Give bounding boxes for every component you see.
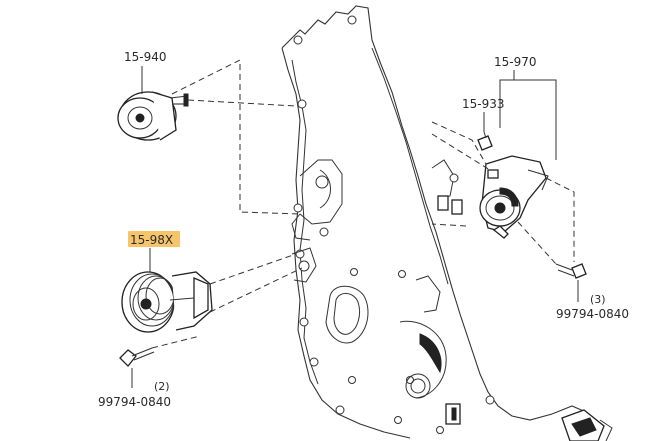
assembly-lines — [151, 59, 575, 349]
tensioner-assembly[interactable] — [479, 155, 549, 239]
leader-lines — [131, 66, 579, 388]
engine-front-arrow-icon — [561, 409, 613, 441]
tensioner-bolt-small[interactable] — [477, 131, 493, 151]
highlight-marker — [128, 231, 180, 247]
label-bolt-right-part: 99794-0840 — [556, 307, 629, 321]
front-cover — [281, 5, 589, 441]
idler-pulley-lower[interactable] — [121, 271, 213, 333]
label-tensioner-assy: 15-970 — [494, 55, 537, 69]
label-bolt-left-part: 99794-0840 — [98, 395, 171, 409]
bolt-right[interactable] — [555, 263, 587, 279]
idler-pulley-upper[interactable] — [117, 91, 189, 141]
label-pulley-highlighted[interactable]: 15-98X — [130, 233, 173, 247]
bolt-left[interactable] — [119, 347, 155, 367]
label-tensioner-part: 15-933 — [462, 97, 505, 111]
label-bolt-left-qty: (2) — [154, 380, 170, 393]
label-bolt-right-qty: (3) — [590, 293, 606, 306]
label-idler-top: 15-940 — [124, 50, 167, 64]
